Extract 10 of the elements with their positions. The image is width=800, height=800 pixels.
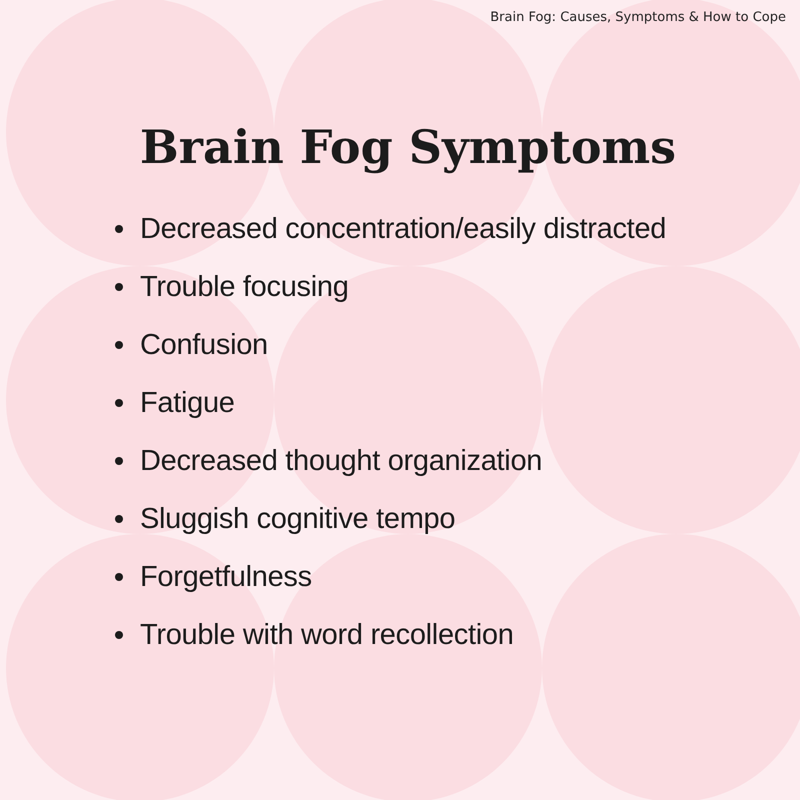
bullet-item: Sluggish cognitive tempo bbox=[140, 503, 456, 535]
bullet-item: Decreased thought organization bbox=[140, 445, 542, 477]
bullet-item: Decreased concentration/easily distracted bbox=[140, 213, 666, 245]
bullet-item: Confusion bbox=[140, 329, 268, 361]
bullet-item: Trouble focusing bbox=[140, 271, 349, 303]
title: Brain Fog Symptoms bbox=[138, 120, 678, 174]
header-text: Brain Fog: Causes, Symptoms & How to Cope bbox=[490, 10, 786, 25]
bullet-item: Trouble with word recollection bbox=[140, 619, 514, 651]
bullet-item: Fatigue bbox=[140, 387, 235, 419]
bullet-item: Forgetfulness bbox=[140, 561, 312, 593]
